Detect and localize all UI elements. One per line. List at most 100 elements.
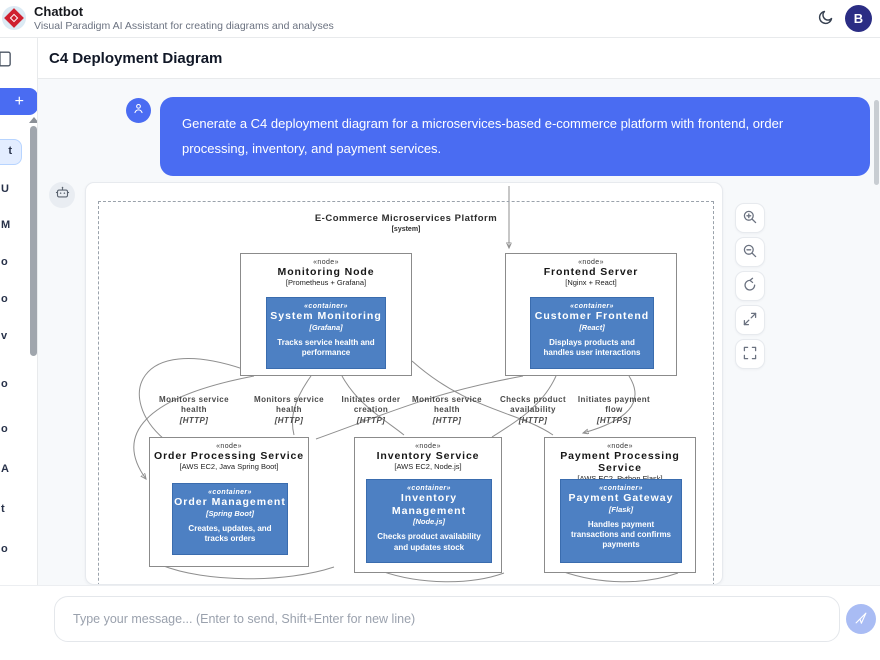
node-title: Monitoring Node — [277, 266, 375, 278]
user-message-bubble: Generate a C4 deployment diagram for a m… — [160, 97, 870, 176]
sidebar-item-fragment[interactable]: M — [1, 219, 11, 231]
node-stereotype: «node» — [578, 259, 604, 266]
fit-view-button[interactable] — [735, 339, 765, 369]
container-title: System Monitoring — [270, 310, 382, 322]
node-stereotype: «node» — [313, 259, 339, 266]
message-input[interactable] — [54, 596, 840, 642]
container-desc: Displays products and handles user inter… — [543, 337, 641, 357]
assistant-avatar — [49, 182, 75, 208]
edge-label: Checks product availability [HTTP] — [499, 395, 567, 425]
container-stereotype: «container» — [407, 485, 451, 492]
sidebar-item-fragment[interactable]: o — [1, 543, 8, 555]
expand-icon — [742, 311, 758, 330]
container-tech: [React] — [579, 322, 605, 332]
container-desc: Creates, updates, and tracks orders — [188, 523, 272, 543]
reset-view-icon — [742, 277, 758, 296]
node-title: Payment Processing Service — [560, 450, 680, 474]
message-input-section — [0, 585, 880, 660]
node-tech: [Prometheus + Grafana] — [285, 278, 367, 287]
zoom-in-button[interactable] — [735, 203, 765, 233]
robot-icon — [55, 185, 70, 205]
new-chat-button[interactable]: + — [0, 88, 37, 115]
diagram-zoom-controls — [735, 203, 765, 369]
edge-label: Monitors service health [HTTP] — [412, 395, 482, 425]
diagram-canvas[interactable]: E-Commerce Microservices Platform [syste… — [85, 182, 723, 585]
container-desc: Checks product availability and updates … — [377, 532, 481, 552]
sidebar-item-fragment[interactable]: t — [1, 503, 5, 515]
sidebar: + t U M o o v o o A t o o R — [0, 38, 38, 660]
node-stereotype: «node» — [415, 443, 441, 450]
person-icon — [132, 102, 145, 120]
container-inventory-management[interactable]: «container» Inventory Management [Node.j… — [366, 479, 492, 563]
container-payment-gateway[interactable]: «container» Payment Gateway [Flask] Hand… — [560, 479, 682, 563]
node-tech: [AWS EC2, Node.js] — [394, 462, 462, 471]
container-customer-frontend[interactable]: «container» Customer Frontend [React] Di… — [530, 297, 654, 369]
user-profile-avatar[interactable]: B — [845, 5, 872, 32]
container-stereotype: «container» — [570, 303, 614, 310]
sidebar-item-fragment[interactable]: o — [1, 293, 8, 305]
zoom-in-icon — [742, 209, 758, 228]
container-title: Order Management — [174, 496, 286, 508]
app-title: Chatbot — [34, 4, 84, 19]
node-tech: [AWS EC2, Python Flask] — [545, 474, 695, 483]
node-payment-processing[interactable]: «node» Payment Processing Service [AWS E… — [544, 437, 696, 573]
edge-label: Monitors service health [HTTP] — [159, 395, 229, 425]
container-stereotype: «container» — [208, 489, 252, 496]
system-boundary: E-Commerce Microservices Platform [syste… — [98, 201, 714, 584]
edge-label: Initiates order creation [HTTP] — [341, 395, 401, 425]
node-title: Order Processing Service — [154, 450, 304, 462]
container-tech: [Node.js] — [412, 517, 446, 527]
node-title: Frontend Server — [543, 266, 639, 278]
top-header: Chatbot Visual Paradigm AI Assistant for… — [0, 0, 880, 38]
container-stereotype: «container» — [599, 485, 643, 492]
expand-button[interactable] — [735, 305, 765, 335]
container-stereotype: «container» — [304, 303, 348, 310]
avatar-initial: B — [853, 11, 864, 26]
send-button[interactable] — [846, 604, 876, 634]
reset-view-button[interactable] — [735, 271, 765, 301]
page-header: C4 Deployment Diagram — [38, 38, 880, 79]
scroll-up-arrow-icon[interactable] — [29, 117, 37, 123]
chat-area: Generate a C4 deployment diagram for a m… — [38, 79, 880, 585]
container-system-monitoring[interactable]: «container» System Monitoring [Grafana] … — [266, 297, 386, 369]
sidebar-item-fragment[interactable]: o — [1, 423, 8, 435]
visual-paradigm-logo-icon — [2, 6, 26, 30]
user-message-text: Generate a C4 deployment diagram for a m… — [182, 116, 784, 157]
moon-icon — [817, 10, 834, 29]
node-inventory[interactable]: «node» Inventory Service [AWS EC2, Node.… — [354, 437, 502, 573]
sidebar-item-fragment[interactable]: v — [1, 330, 8, 342]
send-icon — [854, 611, 868, 628]
boundary-stereotype: [system] — [391, 226, 421, 233]
sidebar-scrollbar[interactable] — [30, 126, 37, 356]
container-title: Payment Gateway — [568, 492, 674, 504]
sidebar-item-fragment: t — [8, 145, 12, 157]
sidebar-item-fragment[interactable]: U — [1, 183, 9, 195]
node-frontend[interactable]: «node» Frontend Server [Nginx + React] «… — [505, 253, 677, 376]
container-title: Inventory Management — [391, 492, 467, 517]
node-tech: [Nginx + React] — [565, 278, 617, 287]
node-stereotype: «node» — [216, 443, 242, 450]
sidebar-item-selected[interactable]: t — [0, 139, 22, 165]
app-subtitle: Visual Paradigm AI Assistant for creatin… — [34, 20, 334, 32]
node-order-processing[interactable]: «node» Order Processing Service [AWS EC2… — [149, 437, 309, 567]
page-scrollbar[interactable] — [874, 100, 879, 185]
dark-mode-toggle[interactable] — [814, 8, 836, 30]
node-tech: [AWS EC2, Java Spring Boot] — [179, 462, 279, 471]
sidebar-toggle-icon[interactable] — [0, 51, 11, 72]
sidebar-item-fragment[interactable]: o — [1, 378, 8, 390]
sidebar-item-fragment[interactable]: o — [1, 256, 8, 268]
zoom-out-button[interactable] — [735, 237, 765, 267]
plus-icon: + — [14, 92, 24, 110]
boundary-title: E-Commerce Microservices Platform — [314, 213, 498, 224]
node-monitoring[interactable]: «node» Monitoring Node [Prometheus + Gra… — [240, 253, 412, 376]
edge-label: Initiates payment flow [HTTPS] — [577, 395, 651, 425]
container-tech: [Grafana] — [309, 322, 343, 332]
sidebar-item-fragment[interactable]: A — [1, 463, 9, 475]
container-tech: [Flask] — [608, 504, 634, 514]
edge-label: Monitors service health [HTTP] — [254, 395, 324, 425]
node-stereotype: «node» — [607, 443, 633, 450]
container-order-management[interactable]: «container» Order Management [Spring Boo… — [172, 483, 288, 555]
fit-view-icon — [742, 345, 758, 364]
user-message-avatar — [126, 98, 151, 123]
